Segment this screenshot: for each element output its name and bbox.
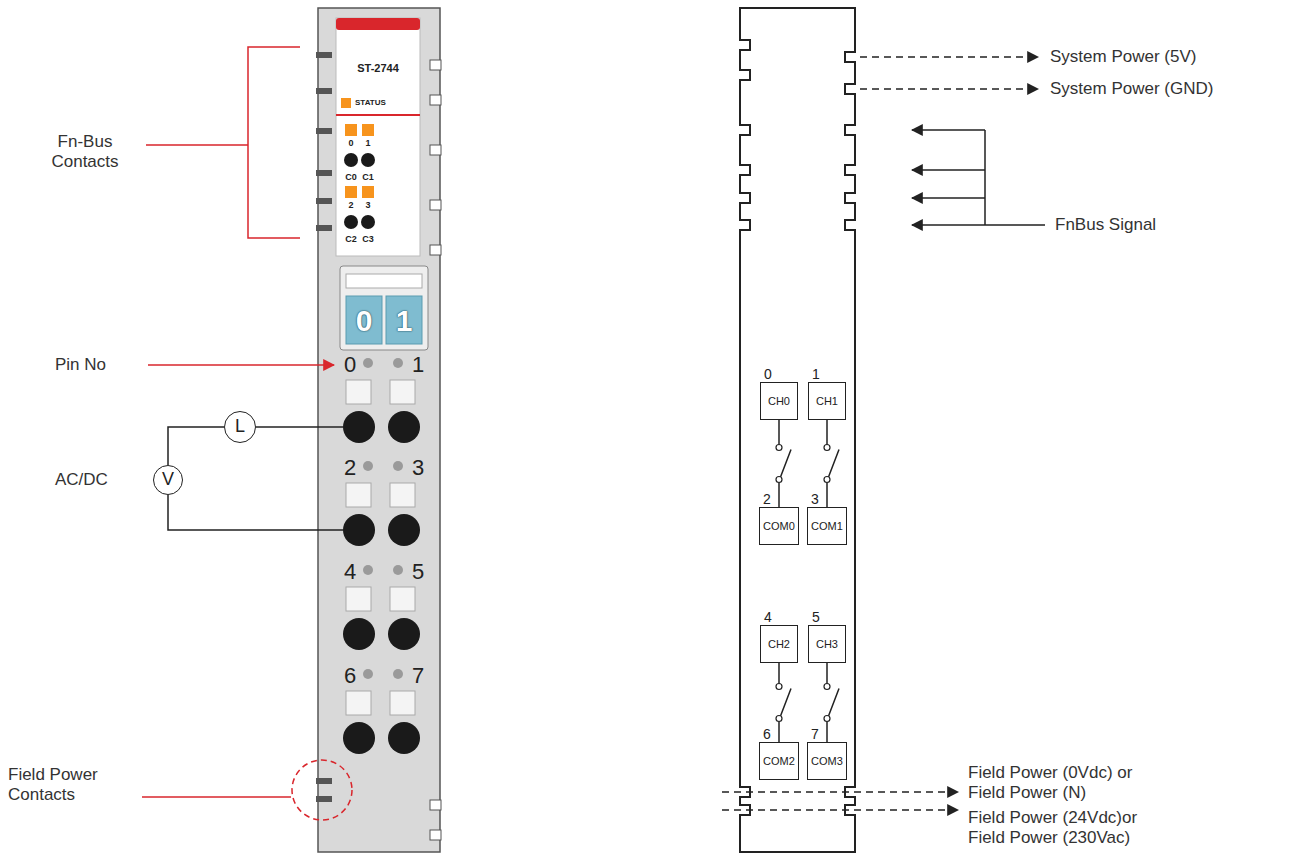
signal-label: System Power (5V) bbox=[1050, 47, 1196, 67]
panel-divider bbox=[336, 114, 420, 116]
led-number: 1 bbox=[365, 138, 370, 148]
display-digit: 0 bbox=[356, 304, 373, 339]
node-label: CH2 bbox=[768, 638, 790, 650]
common-box: 2COM0 bbox=[759, 507, 799, 545]
status-label: STATUS bbox=[355, 98, 386, 107]
signal-label: FnBus Signal bbox=[1055, 215, 1156, 235]
channel-name: C0 bbox=[345, 172, 357, 182]
terminal-row bbox=[343, 358, 420, 754]
common-box: 3COM1 bbox=[807, 507, 847, 545]
common-box: 7COM3 bbox=[807, 742, 847, 780]
pin-number: 6 bbox=[763, 727, 771, 742]
display-digit-box bbox=[346, 296, 382, 344]
channel-name: C3 bbox=[362, 234, 374, 244]
switch-connector bbox=[779, 663, 791, 742]
signal-label: System Power (GND) bbox=[1050, 79, 1213, 99]
supply-label: AC/DC bbox=[55, 470, 108, 490]
node-label: V bbox=[162, 470, 174, 490]
pin-number: 3 bbox=[811, 492, 819, 507]
signal-label: Field Power (0Vdc) or Field Power (N) bbox=[968, 763, 1153, 802]
led-number: 2 bbox=[348, 200, 353, 210]
red-cap bbox=[336, 18, 420, 30]
highlight-circle bbox=[292, 760, 352, 820]
channel-name: C2 bbox=[345, 234, 357, 244]
switch-contact bbox=[776, 445, 782, 451]
pin-number: 0 bbox=[764, 367, 772, 382]
switch-connector bbox=[827, 420, 839, 507]
switch-contact bbox=[824, 477, 830, 483]
display-digit: 1 bbox=[396, 304, 413, 339]
pin-number: 2 bbox=[763, 492, 771, 507]
wire bbox=[168, 495, 343, 530]
pin-number: 0 bbox=[344, 352, 356, 377]
pin-number: 7 bbox=[412, 663, 424, 688]
common-box: 6COM2 bbox=[759, 742, 799, 780]
leader-line bbox=[148, 364, 334, 366]
signal-label: Field Power (24Vdc)or Field Power (230Va… bbox=[968, 808, 1153, 847]
pin-number: 6 bbox=[344, 663, 356, 688]
io-module bbox=[316, 8, 441, 852]
display-top bbox=[346, 274, 422, 288]
pin-number: 1 bbox=[812, 367, 820, 382]
leader-line bbox=[142, 796, 291, 798]
pin-number: 5 bbox=[412, 559, 424, 584]
switch-contact bbox=[776, 684, 782, 690]
switch-contact bbox=[776, 716, 782, 722]
pin-number: 4 bbox=[344, 559, 356, 584]
switch-connector bbox=[827, 663, 839, 742]
callout-label: Pin No bbox=[55, 355, 106, 375]
channel-box: 0CH0 bbox=[760, 382, 798, 420]
pin-number: 1 bbox=[412, 352, 424, 377]
display-frame bbox=[340, 266, 428, 350]
switch-connector bbox=[779, 420, 791, 507]
switch-contact bbox=[824, 684, 830, 690]
voltage-source-symbol: V bbox=[153, 465, 183, 495]
pin-number: 4 bbox=[764, 610, 772, 625]
module-body bbox=[318, 8, 440, 852]
channel-box: 4CH2 bbox=[760, 625, 798, 663]
node-label: L bbox=[235, 417, 245, 437]
node-label: COM0 bbox=[763, 520, 795, 532]
node-label: CH0 bbox=[768, 395, 790, 407]
module-outline bbox=[740, 8, 855, 852]
wire bbox=[256, 426, 343, 428]
signal-arrow bbox=[722, 57, 1045, 810]
pin-number: 3 bbox=[412, 455, 424, 480]
node-label: CH3 bbox=[816, 638, 838, 650]
switch-contact bbox=[824, 716, 830, 722]
housing-notches bbox=[430, 60, 441, 840]
pin-number: 5 bbox=[812, 610, 820, 625]
channel-box: 5CH3 bbox=[808, 625, 846, 663]
callout-label: Field Power Contacts bbox=[8, 765, 133, 804]
led-indicator bbox=[341, 98, 374, 198]
switch-contact bbox=[824, 445, 830, 451]
channel-name: C1 bbox=[362, 172, 374, 182]
node-label: COM2 bbox=[763, 755, 795, 767]
display-digit-box bbox=[386, 296, 422, 344]
label-panel bbox=[336, 18, 420, 256]
fn-bus-contact bbox=[316, 52, 332, 231]
module-schematic bbox=[738, 8, 857, 852]
pin-number: 7 bbox=[811, 727, 819, 742]
model-name: ST-2744 bbox=[357, 62, 399, 75]
led-number: 0 bbox=[348, 138, 353, 148]
channel-box: 1CH1 bbox=[808, 382, 846, 420]
switch-contact bbox=[776, 477, 782, 483]
bracket-leader bbox=[146, 47, 300, 238]
node-label: COM3 bbox=[811, 755, 843, 767]
node-label: COM1 bbox=[811, 520, 843, 532]
lamp-symbol: L bbox=[224, 411, 256, 443]
contact-notch bbox=[738, 40, 857, 815]
terminal-dot bbox=[344, 153, 375, 229]
callout-label: Fn-Bus Contacts bbox=[30, 132, 140, 171]
node-label: CH1 bbox=[816, 395, 838, 407]
wire bbox=[168, 427, 224, 465]
field-power-contact bbox=[316, 778, 332, 802]
led-number: 3 bbox=[365, 200, 370, 210]
pin-number: 2 bbox=[344, 455, 356, 480]
